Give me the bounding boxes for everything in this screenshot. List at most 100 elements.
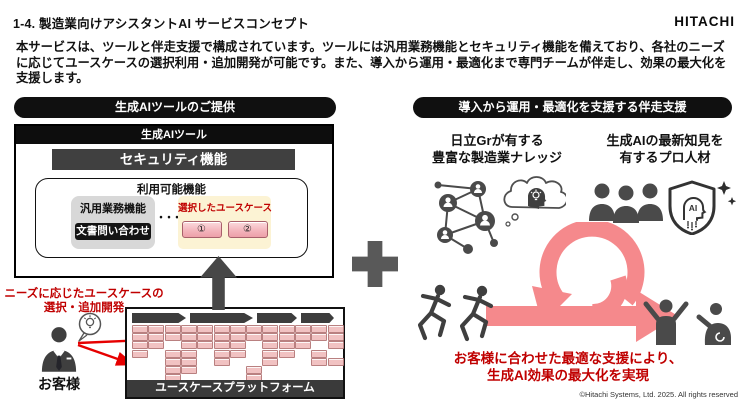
document-inquiry-tag: 文書問い合わせ: [75, 223, 151, 240]
usecase-chip: [229, 349, 246, 358]
plus-icon: [352, 241, 398, 287]
usecase-chip: [262, 341, 279, 350]
usecase-chip: [278, 325, 295, 333]
usecase-chip: [278, 341, 295, 350]
usecase-chip: [180, 357, 197, 366]
usecase-chip: [197, 341, 214, 350]
usecase-chip: [295, 341, 311, 350]
svg-text:AI: AI: [689, 203, 698, 213]
needs-note-line2: 選択・追加開発: [43, 302, 125, 314]
customer-icon: [41, 327, 77, 372]
usecase-chip: [132, 341, 148, 350]
usecase-chip: [148, 341, 165, 350]
flow-chevron-icon: [301, 313, 334, 323]
page-title: 1-4. 製造業向けアシスタントAI サービスコンセプト: [13, 17, 310, 31]
usecase-chip: [295, 333, 311, 342]
sparkle-icon: [717, 181, 736, 206]
usecase-chip: [213, 325, 230, 333]
ai-shield-icon: AI: [668, 180, 716, 235]
intro-paragraph: 本サービスは、ツールと伴走支援で構成されています。ツールには汎用業務機能とセキュ…: [16, 40, 727, 86]
usecase-chip: [278, 349, 295, 358]
needs-note-line1: ニーズに応じたユースケースの: [4, 288, 164, 300]
available-functions-title: 利用可能機能: [137, 184, 206, 196]
result-note-line1: お客様に合わせた最適な支援により、: [453, 351, 683, 366]
usecase-chip: [180, 333, 197, 342]
usecase-chip: [164, 357, 181, 366]
general-functions-box: 汎用業務機能 文書問い合わせ: [71, 196, 155, 249]
usecase-chip: [213, 349, 230, 358]
usecase-chip: [311, 333, 328, 342]
idea-bubble-icon: [78, 312, 102, 342]
right-section-header: 導入から運用・最適化を支援する伴走支援: [413, 97, 732, 118]
usecase-chip: [148, 325, 165, 333]
usecase-chip: [213, 341, 230, 350]
customer-label: お客様: [38, 376, 80, 392]
experts-team-icon: AI: [589, 180, 736, 235]
knowledge-heading: 日立Grが有する 豊富な製造業ナレッジ: [422, 133, 572, 166]
usecase-chip: [311, 357, 328, 366]
usecase-button-row: ① ②: [178, 221, 271, 238]
usecase-chip: [180, 325, 197, 333]
platform-chips: [132, 325, 344, 383]
usecase-chip: [262, 357, 279, 366]
experts-heading: 生成AIの最新知見を 有するプロ人材: [590, 133, 740, 166]
usecase-chip: [262, 349, 279, 358]
genai-tool-title: 生成AIツール: [16, 126, 332, 144]
usecase-chip: [213, 357, 230, 366]
experts-heading-line2: 有するプロ人材: [619, 149, 711, 165]
usecase-chip: [164, 349, 181, 358]
general-functions-title: 汎用業務機能: [80, 203, 146, 215]
usecase-chip: [229, 341, 246, 350]
experts-heading-line1: 生成AIの最新知見を: [606, 133, 724, 148]
result-note: お客様に合わせた最適な支援により、 生成AI効果の最大化を実現: [428, 350, 708, 384]
usecase-chip: [229, 333, 246, 342]
usecase-chip: [164, 325, 181, 333]
usecase-chip: [164, 366, 181, 374]
knowledge-heading-line1: 日立Grが有する: [450, 133, 544, 148]
usecase-chip: [246, 366, 263, 374]
usecase-platform-box: ユースケースプラットフォーム: [125, 307, 345, 399]
usecase-chip: [180, 349, 197, 358]
usecase-chip: [262, 325, 279, 333]
usecase-chip: [327, 325, 344, 333]
usecase-chip: [213, 333, 230, 342]
usecase-chip: [295, 325, 311, 333]
usecase-chip: [132, 349, 148, 358]
usecase-chip: [327, 341, 344, 350]
usecase-chip: [197, 325, 214, 333]
usecase-chip: [229, 325, 246, 333]
runners-icon: [417, 284, 494, 342]
usecase-chip: [180, 366, 197, 374]
usecase-chip: [197, 333, 214, 342]
usecase-chip: [278, 333, 295, 342]
platform-label: ユースケースプラットフォーム: [127, 380, 343, 397]
usecase-button-2: ②: [227, 221, 268, 238]
selected-usecase-title: 選択したユースケース: [178, 203, 273, 214]
cheer-icon: [643, 299, 731, 345]
usecase-chip: [148, 333, 165, 342]
genai-tool-box: 生成AIツール セキュリティ機能 利用可能機能 汎用業務機能 文書問い合わせ ・…: [14, 124, 334, 278]
flow-chevron-icon: [132, 313, 186, 323]
flow-chevron-icon: [257, 313, 297, 323]
usecase-chip: [180, 341, 197, 350]
usecase-chip: [327, 333, 344, 342]
usecase-chip: [132, 333, 148, 342]
ellipsis-dots: ・・・: [156, 213, 182, 224]
usecase-chip: [246, 333, 263, 342]
usecase-button-1: ①: [181, 221, 222, 238]
flow-chevron-icon: [190, 313, 253, 323]
needs-note: ニーズに応じたユースケースの 選択・追加開発: [0, 287, 168, 315]
copyright-text: ©Hitachi Systems, Ltd. 2025. All rights …: [579, 390, 738, 399]
usecase-chip: [311, 325, 328, 333]
usecase-chip: [132, 325, 148, 333]
hitachi-logo: HITACHI: [674, 14, 735, 29]
left-section-header: 生成AIツールのご提供: [14, 97, 336, 118]
usecase-chip: [164, 333, 181, 342]
selected-usecase-box: 選択したユースケース ① ②: [178, 196, 273, 249]
usecase-chip: [311, 349, 328, 358]
usecase-chip: [262, 333, 279, 342]
result-note-line2: 生成AI効果の最大化を実現: [487, 368, 649, 383]
available-functions-box: 利用可能機能 汎用業務機能 文書問い合わせ ・・・ 選択したユースケース ① ②: [35, 178, 308, 258]
security-function-bar: セキュリティ機能: [52, 149, 295, 170]
